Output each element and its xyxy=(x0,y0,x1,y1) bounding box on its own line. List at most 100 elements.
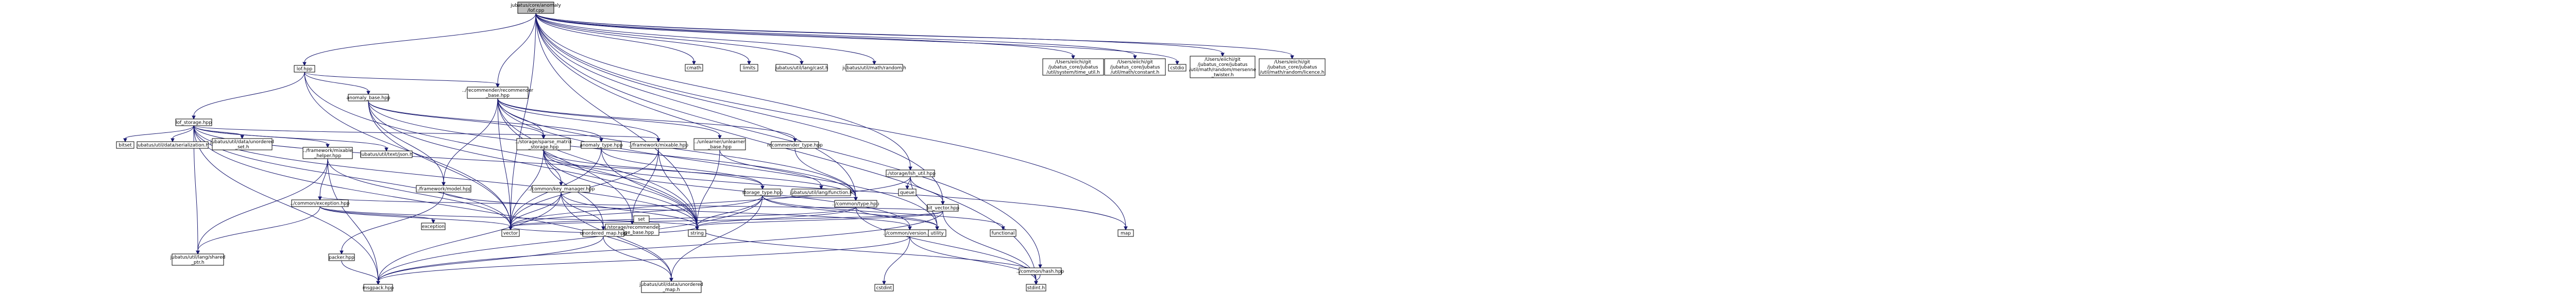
edge-root-to-common_type xyxy=(535,13,858,201)
node-stdint-h: stdint.h xyxy=(1026,284,1046,292)
edge-recommender_base-to-utility xyxy=(497,98,939,231)
node-label: _set.h xyxy=(235,145,249,150)
node-label: ../storage/sparse_matrix xyxy=(515,140,572,145)
edge-lof_storage-to-json_h xyxy=(193,125,388,152)
node-users-eiichi-git-jubatus-core-jubatus-util-math-constant-h[interactable]: /Users/eiichi/git/jubatus_core/jubatus/u… xyxy=(1104,58,1166,76)
nodes-layer: jubatus/core/anomaly/lof.cpp lof.hpp anoma… xyxy=(116,2,1326,293)
node-lof-hpp[interactable]: lof.hpp xyxy=(294,65,315,73)
node-msgpack-hpp: msgpack.hpp xyxy=(363,284,394,292)
edge-recommender_base-to-rec_type xyxy=(497,98,797,143)
node-label: /Users/eiichi/git xyxy=(1205,57,1241,62)
node-storage-type-hpp[interactable]: storage_type.hpp xyxy=(742,189,783,196)
node-label: _base.hpp xyxy=(485,93,510,98)
node-recommender-type-hpp[interactable]: recommender_type.hpp xyxy=(767,141,823,149)
edge-anomaly_base-to-anomaly_type xyxy=(368,100,603,143)
edge-root-to-storage_lsh_util xyxy=(535,13,912,171)
node-label: jubatus/core/anomaly xyxy=(510,3,561,8)
node-label: /util/system/time_util.h xyxy=(1046,70,1100,75)
edge-sparse_matrix-to-common_version xyxy=(543,149,912,231)
node-users-eiichi-git-jubatus-core-jubatus-util-math-random-mersenne-twister-h[interactable]: /Users/eiichi/git/jubatus_core/jubatus/u… xyxy=(1189,56,1256,78)
edge-bit_vector-to-common_exception xyxy=(318,196,943,212)
node-label: _storage.hpp xyxy=(528,145,559,150)
node-lof-storage-hpp[interactable]: lof_storage.hpp xyxy=(175,118,212,126)
node-jubatus-util-lang-function-h: jubatus/util/lang/function.h xyxy=(789,189,853,196)
node-label: ../storage/recommender xyxy=(604,225,660,230)
edge-lof_hpp-to-anomaly_base xyxy=(304,72,370,95)
node-label: ../common/exception.hpp xyxy=(291,201,350,207)
node-label: utility xyxy=(930,231,944,236)
edge-root-to-random_h xyxy=(535,13,876,65)
node-label: ../framework/mixable xyxy=(303,148,353,154)
node-label: jubatus/util/text/json.h xyxy=(360,152,412,158)
edge-lof_storage-to-bitset xyxy=(123,125,194,143)
node-label: cstdint xyxy=(876,286,892,291)
node-framework-model-hpp[interactable]: ../framework/model.hpp xyxy=(416,185,472,193)
node-jubatus-core-anomaly-lof-cpp[interactable]: jubatus/core/anomaly/lof.cpp xyxy=(510,2,562,14)
node-limits: limits xyxy=(740,64,758,72)
node-anomaly-type-hpp[interactable]: anomaly_type.hpp xyxy=(580,141,623,149)
node-label: /util/math/random/mersenne xyxy=(1189,67,1256,73)
edge-mixable_helper-to-common_exception xyxy=(318,158,328,201)
edge-unlearner-to-lang_function xyxy=(719,149,823,190)
node-label: lof.hpp xyxy=(297,67,313,72)
node-storage-sparse-matrix-storage-hpp[interactable]: ../storage/sparse_matrix_storage.hpp xyxy=(515,138,572,150)
node-framework-mixable-hpp[interactable]: ../framework/mixable.hpp xyxy=(629,141,688,149)
node-label: _base.hpp xyxy=(707,145,732,150)
node-label: lof_storage.hpp xyxy=(176,121,212,126)
edge-root-to-cmath xyxy=(535,13,696,65)
node-packer-hpp[interactable]: packer.hpp xyxy=(328,253,355,261)
edge-model_hpp-to-packer xyxy=(340,192,444,255)
node-label: /jubatus_core/jubatus xyxy=(1198,62,1248,67)
node-label: limits xyxy=(743,66,756,71)
edge-lof_storage-to-serialization xyxy=(171,125,194,143)
node-storage-lsh-util-hpp[interactable]: ../storage/lsh_util.hpp xyxy=(885,169,936,177)
node-jubatus-util-data-serialization-h: jubatus/util/data/serialization.h xyxy=(136,141,209,149)
node-utility: utility xyxy=(928,229,946,237)
node-anomaly-base-hpp[interactable]: anomaly_base.hpp xyxy=(347,94,391,101)
edge-common_hash-to-string xyxy=(695,226,1041,275)
node-users-eiichi-git-jubatus-core-jubatus-util-math-random-licence-h[interactable]: /Users/eiichi/git/jubatus_core/jubatus/u… xyxy=(1259,58,1326,76)
node-label: ../common/type.hpp xyxy=(832,202,879,207)
edge-root-to-recommender_base xyxy=(496,13,536,88)
edge-storage_type-to-um_h xyxy=(669,195,763,282)
node-label: /util/math/constant.h xyxy=(1111,70,1160,75)
node-label: _ptr.h xyxy=(191,260,204,265)
node-label: anomaly_type.hpp xyxy=(580,143,623,148)
node-label: /Users/eiichi/git xyxy=(1055,60,1091,65)
node-unlearner-unlearner-base-hpp[interactable]: ../unlearner/unlearner_base.hpp xyxy=(693,138,746,150)
edge-root-to-lof_hpp xyxy=(302,13,536,66)
node-storage-recommender-storage-base-hpp[interactable]: ../storage/recommender_storage_base.hpp xyxy=(604,224,660,236)
node-label: /Users/eiichi/git xyxy=(1117,60,1153,65)
node-unordered-map-hpp[interactable]: unordered_map.hpp xyxy=(580,229,627,237)
node-bit-vector-hpp[interactable]: bit_vector.hpp xyxy=(926,204,959,212)
edge-common_hash-to-stdint_h xyxy=(1034,274,1041,285)
node-cstdio: cstdio xyxy=(1168,64,1187,72)
node-common-key-manager-hpp[interactable]: ../common/key_manager.hpp xyxy=(528,185,595,193)
node-label: ../common/hash.hpp xyxy=(1016,269,1064,275)
node-label: cmath xyxy=(687,66,701,71)
node-recommender-recommender-base-hpp[interactable]: ../recommender/recommender_base.hpp xyxy=(462,87,534,99)
edge-root-to-licence_h xyxy=(535,13,1294,60)
node-common-hash-hpp[interactable]: ../common/hash.hpp xyxy=(1016,267,1064,275)
node-label: ../storage/lsh_util.hpp xyxy=(885,172,936,177)
node-string: string xyxy=(688,229,706,237)
node-label: unordered_map.hpp xyxy=(580,231,627,236)
node-label: jubatus/util/data/serialization.h xyxy=(136,143,209,148)
edge-unordered_map_hpp-to-msgpack xyxy=(376,236,604,285)
edge-anomaly_base-to-string xyxy=(368,100,699,231)
edge-common_version-to-cstdint xyxy=(882,236,910,285)
edge-unordered_map_hpp-to-um_h xyxy=(603,236,673,282)
node-framework-mixable-helper-hpp[interactable]: ../framework/mixable_helper.hpp xyxy=(302,147,353,159)
node-cmath: cmath xyxy=(685,64,703,72)
node-common-type-hpp[interactable]: ../common/type.hpp xyxy=(832,200,879,208)
node-label: _twister.h xyxy=(1211,73,1233,78)
node-common-exception-hpp[interactable]: ../common/exception.hpp xyxy=(291,199,350,207)
edge-keymanager-to-unordered_map_hpp xyxy=(561,192,605,231)
edge-common_version-to-stdint_h xyxy=(909,236,1038,285)
edge-root-to-vector xyxy=(509,13,536,231)
node-label: map xyxy=(1121,231,1131,236)
edge-root-to-stdint_h xyxy=(535,13,1038,285)
node-label: bitset xyxy=(118,143,132,148)
node-users-eiichi-git-jubatus-core-jubatus-util-system-time-util-h[interactable]: /Users/eiichi/git/jubatus_core/jubatus/u… xyxy=(1042,58,1104,76)
